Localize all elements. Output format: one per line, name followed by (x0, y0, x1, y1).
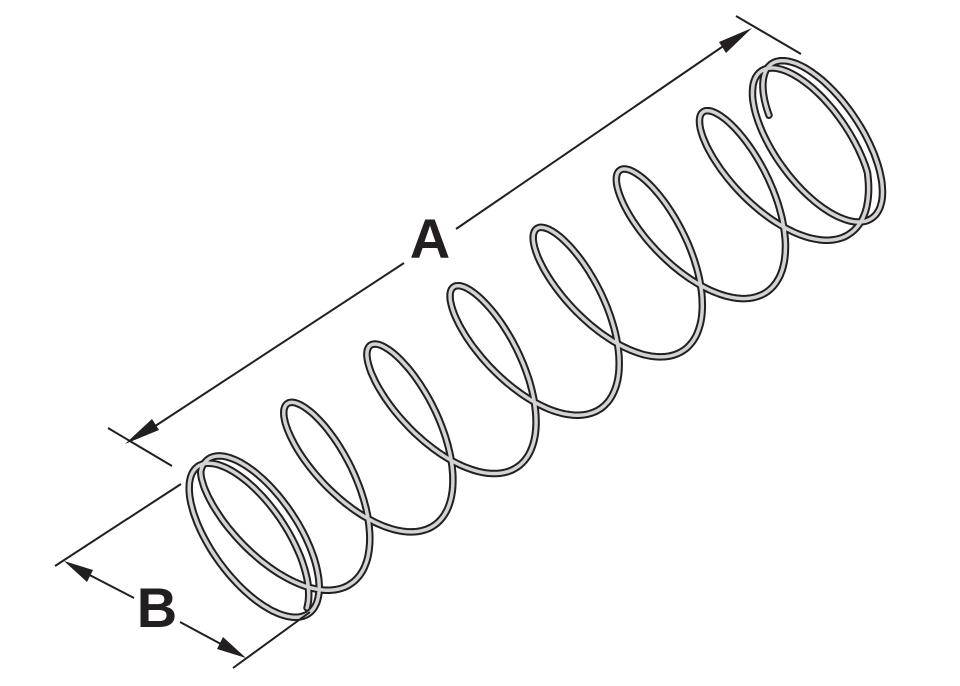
dimension-a-line-upper (455, 35, 739, 230)
dimension-b-extension-line-right (232, 611, 311, 669)
dimension-a-extension-line-top (735, 15, 802, 55)
dimension-a-label: A (410, 207, 450, 270)
spring-wire (187, 58, 885, 619)
dimension-b: B (54, 483, 311, 669)
compression-spring (185, 56, 887, 621)
dimension-a-arrow-top (719, 28, 752, 53)
dimension-b-extension-line-left (54, 483, 182, 567)
dimension-a-extension-line-bottom (107, 427, 173, 467)
dimension-a: A (107, 15, 802, 467)
spring-wire-outline (185, 56, 887, 621)
dimension-b-arrow-left (64, 561, 93, 582)
dimension-b-label: B (137, 576, 177, 639)
dimension-b-arrow-right (217, 637, 246, 658)
dimension-a-arrow-bottom (125, 419, 159, 444)
dimension-a-line-lower (139, 262, 405, 437)
